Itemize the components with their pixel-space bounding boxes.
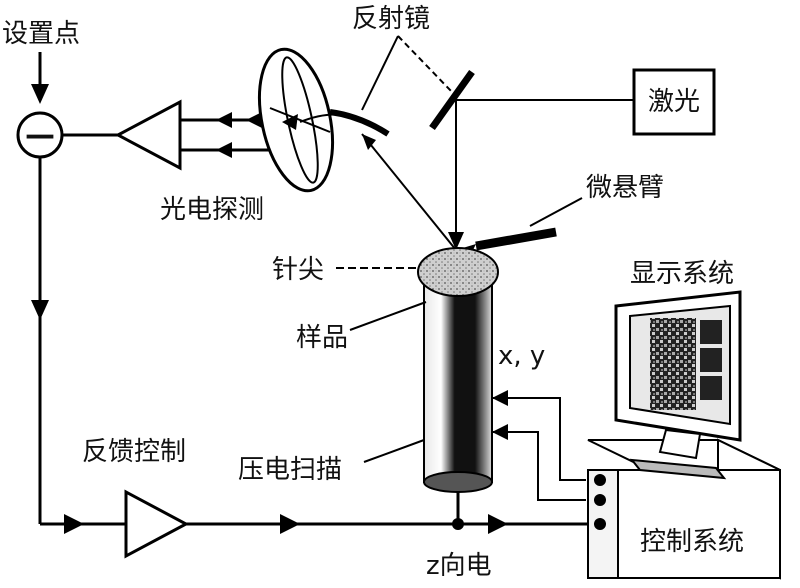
beam-arrow-to-lens (282, 114, 298, 130)
monitor-stand (658, 428, 702, 460)
lens-crossline (269, 107, 331, 133)
laser-label: 激光 (648, 87, 700, 117)
sample-label: 样品 (296, 323, 348, 353)
z-junction-dot (452, 518, 464, 530)
beam-reflected (361, 133, 457, 251)
piezo-cylinder (423, 271, 493, 483)
control-system-label: 控制系统 (640, 527, 744, 557)
cantilever-pointer (529, 197, 583, 227)
y-control-arrow (492, 424, 508, 440)
x-control-arrow (492, 390, 508, 406)
control-box-front (587, 469, 781, 579)
photodetector-amplifier (114, 99, 182, 171)
display-system-label: 显示系统 (630, 259, 734, 289)
bottom-arrow-2 (280, 514, 300, 534)
tip-label: 针尖 (272, 255, 324, 285)
feedback-amplifier (124, 489, 190, 559)
control-port-1 (594, 474, 606, 486)
y-control-line (492, 431, 586, 501)
beam-down-arrow (448, 232, 464, 250)
setpoint-arrowhead (31, 84, 49, 104)
piezo-pointer (363, 439, 425, 463)
sample-surface (417, 247, 499, 297)
main-reflector-mirror (429, 69, 475, 131)
x-control-line (492, 397, 586, 481)
light-arrow-upper (216, 112, 232, 128)
laser-box (632, 68, 716, 136)
setpoint-label: 设置点 (2, 19, 80, 49)
comparator-minus: — (25, 118, 55, 153)
sample-pointer (349, 301, 427, 331)
piezo-scanner-label: 压电扫描 (238, 455, 342, 485)
cantilever-beam (475, 227, 557, 251)
reflector-pointer-left (361, 35, 399, 111)
feedback-down-arrow (31, 300, 49, 320)
xy-label: x, y (498, 341, 545, 371)
bottom-arrow-1 (64, 514, 84, 534)
control-port-3 (594, 518, 606, 530)
monitor-image (650, 318, 696, 410)
monitor-panel-2 (700, 348, 722, 372)
beam-mirror-to-lens (299, 113, 361, 123)
monitor-panel-3 (700, 376, 722, 400)
monitor-base (629, 458, 727, 480)
reflector-pointer-right (397, 35, 453, 93)
bottom-arrow-3 (488, 514, 508, 534)
light-arrow-lower (216, 142, 232, 158)
piezo-cylinder-bottom (423, 471, 493, 493)
z-voltage-label: z向电 (426, 551, 492, 581)
reflector-label: 反射镜 (352, 4, 430, 34)
photodetector-label: 光电探测 (160, 195, 264, 225)
control-port-2 (594, 494, 606, 506)
monitor-panel-1 (700, 320, 722, 344)
beam-reflected-arrow (362, 134, 376, 150)
cantilever-label: 微悬臂 (586, 173, 664, 203)
feedback-control-label: 反馈控制 (82, 437, 186, 467)
light-arrow-upper-2 (246, 112, 262, 128)
